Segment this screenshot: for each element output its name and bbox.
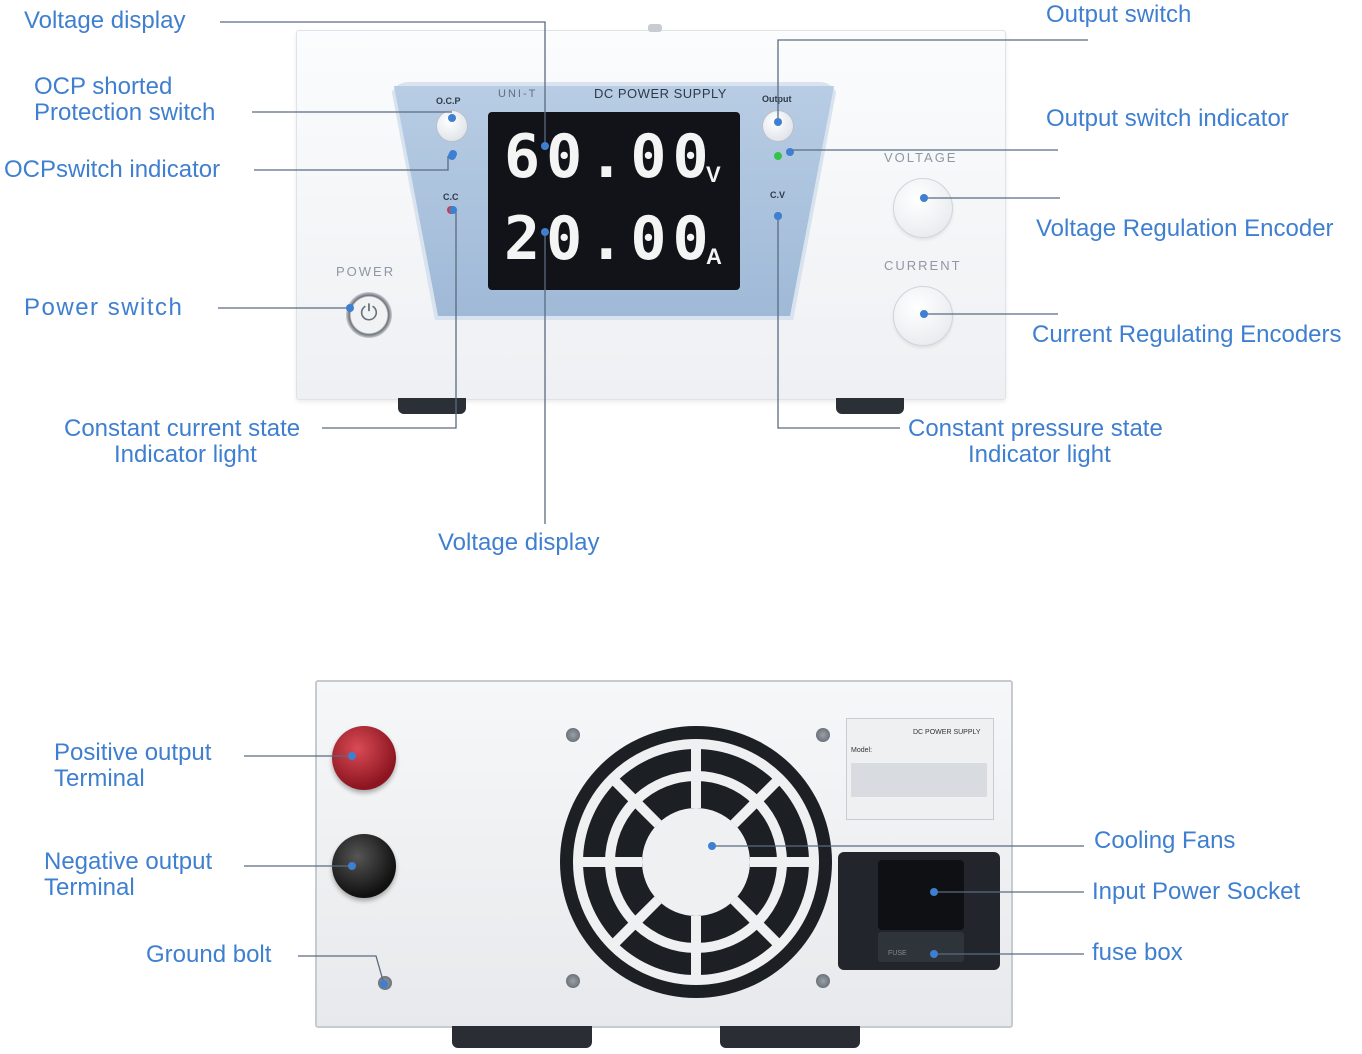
callout-ocp-switch-line1: OCP shorted bbox=[34, 73, 173, 100]
fan-screw-tl bbox=[566, 728, 580, 742]
cc-label: C.C bbox=[443, 192, 459, 202]
callout-output-switch: Output switch bbox=[1046, 1, 1192, 28]
label-plate-field bbox=[851, 763, 987, 797]
callout-positive-terminal-line2: Terminal bbox=[54, 765, 145, 792]
callout-positive-terminal-line1: Positive output bbox=[54, 739, 212, 766]
callout-fuse-box: fuse box bbox=[1092, 939, 1183, 966]
output-indicator-led bbox=[774, 152, 782, 160]
callout-cooling-fans: Cooling Fans bbox=[1094, 827, 1236, 854]
ocp-indicator-led bbox=[449, 150, 457, 158]
callout-ground-bolt: Ground bolt bbox=[146, 941, 272, 968]
callout-input-socket: Input Power Socket bbox=[1092, 878, 1301, 905]
cc-indicator-led bbox=[447, 206, 455, 214]
ocp-label: O.C.P bbox=[436, 96, 461, 106]
cv-label: C.V bbox=[770, 190, 786, 200]
ocp-button[interactable] bbox=[436, 110, 468, 142]
voltage-reading: 60.00 bbox=[504, 122, 715, 192]
output-label: Output bbox=[762, 94, 792, 104]
ground-bolt bbox=[378, 976, 392, 990]
current-knob-label: CURRENT bbox=[884, 258, 962, 273]
callout-ocp-switch-line2: Protection switch bbox=[34, 99, 216, 126]
fuse-box[interactable] bbox=[878, 932, 964, 962]
callout-cc-state-line1: Constant current state bbox=[64, 415, 301, 442]
callout-cv-state-line2: Indicator light bbox=[968, 441, 1111, 468]
device-title: DC POWER SUPPLY bbox=[594, 86, 727, 101]
callout-output-indicator: Output switch indicator bbox=[1046, 105, 1289, 132]
label-plate-title: DC POWER SUPPLY bbox=[913, 729, 981, 736]
negative-terminal[interactable] bbox=[332, 834, 396, 898]
callout-negative-terminal-line1: Negative output bbox=[44, 848, 213, 875]
voltage-unit: V bbox=[706, 162, 721, 187]
callout-cc-state-line2: Indicator light bbox=[114, 441, 257, 468]
rear-left-foot bbox=[452, 1026, 592, 1048]
rear-right-foot bbox=[720, 1026, 860, 1048]
fuse-box-text: FUSE bbox=[888, 950, 907, 957]
label-plate-model: Model: bbox=[851, 747, 873, 754]
fan-screw-bl bbox=[566, 974, 580, 988]
callout-power-switch: Power switch bbox=[24, 294, 184, 321]
input-power-socket[interactable] bbox=[878, 860, 964, 930]
cooling-fan bbox=[560, 726, 832, 998]
output-button[interactable] bbox=[762, 110, 794, 142]
power-icon: ⏻ bbox=[360, 300, 378, 325]
current-unit: A bbox=[706, 244, 722, 269]
callout-voltage-encoder: Voltage Regulation Encoder bbox=[1036, 215, 1334, 242]
front-left-foot bbox=[398, 398, 466, 414]
callout-ocp-indicator: OCPswitch indicator bbox=[4, 156, 221, 183]
callout-voltage-display-bottom: Voltage display bbox=[438, 529, 600, 556]
positive-terminal[interactable] bbox=[332, 726, 396, 790]
callout-negative-terminal-line2: Terminal bbox=[44, 874, 135, 901]
front-right-foot bbox=[836, 398, 904, 414]
voltage-knob-label: VOLTAGE bbox=[884, 150, 958, 165]
callout-current-encoder: Current Regulating Encoders bbox=[1032, 321, 1342, 348]
fan-screw-br bbox=[816, 974, 830, 988]
voltage-encoder-knob[interactable] bbox=[893, 178, 953, 238]
brand-text: UNI-T bbox=[498, 88, 538, 100]
callout-cv-state-line1: Constant pressure state bbox=[908, 415, 1163, 442]
current-encoder-knob[interactable] bbox=[893, 286, 953, 346]
fan-grille-icon bbox=[573, 739, 819, 985]
fan-screw-tr bbox=[816, 728, 830, 742]
power-label: POWER bbox=[336, 264, 396, 279]
cv-indicator-led bbox=[774, 212, 782, 220]
top-handle bbox=[648, 24, 662, 32]
rating-label-plate: DC POWER SUPPLY Model: bbox=[846, 718, 994, 820]
callout-voltage-display-top: Voltage display bbox=[24, 7, 186, 34]
current-reading: 20.00 bbox=[504, 204, 715, 274]
